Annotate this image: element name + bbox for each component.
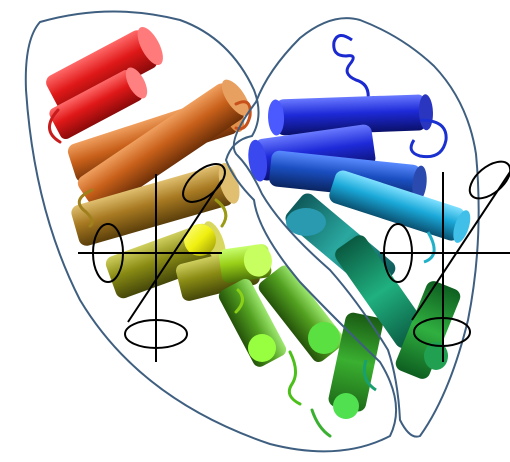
- helix-lime: [218, 243, 274, 284]
- helix-green-bottom-cap: [333, 393, 359, 419]
- loop-green: [289, 352, 300, 404]
- loop-cyan: [424, 232, 434, 262]
- helix-teal-cap: [286, 208, 326, 236]
- helix-green-cap: [308, 322, 340, 354]
- loop-green-bottom: [312, 410, 330, 436]
- right-axis-diagonal: [412, 172, 510, 320]
- right-rotation-ellipse-diagonal: [463, 155, 510, 206]
- helix-lime-cap-lower: [248, 334, 276, 362]
